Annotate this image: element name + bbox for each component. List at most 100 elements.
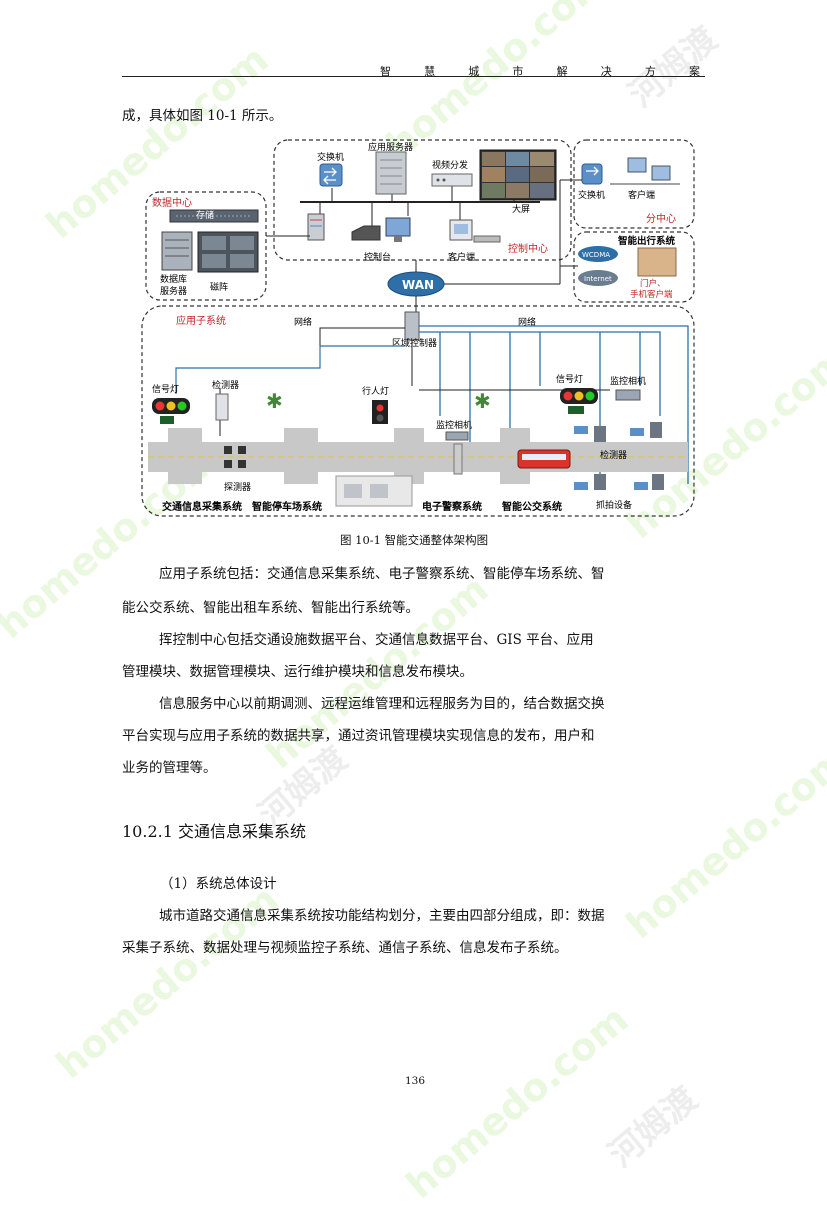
watermark-cn: 河姆渡 xyxy=(601,1079,706,1176)
app-server-icon xyxy=(375,151,407,195)
countdown-icon xyxy=(568,406,584,414)
header-char: 案 xyxy=(688,65,700,78)
console-icon xyxy=(351,217,411,242)
paragraph-line: 挥控制中心包括交通设施数据平台、交通信息数据平台、GIS 平台、应用 xyxy=(159,632,594,648)
road-junction xyxy=(500,472,530,484)
paragraph-line: 采集子系统、数据处理与视频监控子系统、通信子系统、信息发布子系统。 xyxy=(122,940,568,956)
branch-client-icon xyxy=(610,157,680,185)
control-center-box xyxy=(273,139,572,261)
zone-controller-icon xyxy=(404,311,420,341)
label-db-server: 数据库 xyxy=(160,273,187,285)
label-storage: 存储 xyxy=(196,209,214,221)
paragraph-line: 平台实现与应用子系统的数据共享，通过资讯管理模块实现信息的发布，用户和 xyxy=(122,728,595,744)
parking-gate xyxy=(344,484,362,498)
label-sys-traffic-info: 交通信息采集系统 xyxy=(162,500,242,513)
branch-switch-icon xyxy=(581,163,603,185)
wire xyxy=(419,325,689,484)
road-junction xyxy=(168,472,202,484)
figure-caption: 图 10-1 智能交通整体架构图 xyxy=(340,533,489,547)
video-splitter-icon xyxy=(431,173,473,187)
capture-box-icon xyxy=(594,474,606,490)
label-detector-bottom: 探测器 xyxy=(224,481,251,493)
loop-detector xyxy=(224,460,232,468)
internet-cloud-icon xyxy=(578,270,618,286)
label-app-subsystem: 应用子系统 xyxy=(176,314,226,327)
label-branch-center: 分中心 xyxy=(646,212,676,225)
header-char: 方 xyxy=(644,65,656,78)
camera-icon xyxy=(574,482,588,490)
label-control-center: 控制中心 xyxy=(508,242,548,255)
road-junction xyxy=(168,428,202,442)
label-travel-system: 智能出行系统 xyxy=(618,235,676,247)
capture-box-icon xyxy=(650,422,662,438)
travel-system-box xyxy=(573,231,695,303)
paragraph-line: 应用子系统包括：交通信息采集系统、电子警察系统、智能停车场系统、智 xyxy=(159,566,605,582)
pole xyxy=(453,443,463,475)
red-light xyxy=(155,401,165,411)
label-data-center: 数据中心 xyxy=(152,196,192,209)
label-capture-device: 抓拍设备 xyxy=(596,499,632,511)
branch-center-box xyxy=(573,139,695,229)
label-tape: 磁阵 xyxy=(210,281,228,293)
label-network-left: 网络 xyxy=(294,316,312,328)
label-app-server: 应用服务器 xyxy=(368,141,413,153)
camera-icon xyxy=(630,428,644,436)
header-char: 城 xyxy=(468,65,480,78)
paragraph-line: 能公交系统、智能出租车系统、智能出行系统等。 xyxy=(122,600,419,616)
camera-icon xyxy=(634,482,648,490)
label-network-right: 网络 xyxy=(518,316,536,328)
label-pedestrian-light: 行人灯 xyxy=(362,385,389,397)
watermark: homedo.com xyxy=(617,736,827,948)
road-junction xyxy=(284,428,318,442)
traffic-architecture-diagram: 交换机 应用服务器 视频分发 大屏 控制台 客户端 控制中心 数据中心 存储 xyxy=(141,139,695,517)
subheading: （1）系统总体设计 xyxy=(160,876,277,892)
label-sys-parking: 智能停车场系统 xyxy=(252,500,322,513)
road-junction xyxy=(500,428,530,442)
label-wcdma: WCDMA xyxy=(582,251,610,259)
label-detector-top: 检测器 xyxy=(212,379,239,391)
camera-icon xyxy=(445,431,469,441)
palm-tree-icon: ✱ xyxy=(266,389,283,413)
label-branch-client: 客户端 xyxy=(628,189,655,201)
detector-icon xyxy=(215,393,229,421)
label-video-split: 视频分发 xyxy=(432,159,468,171)
label-switch: 交换机 xyxy=(317,151,344,163)
label-sys-bus: 智能公交系统 xyxy=(502,500,562,513)
loop-detector xyxy=(238,460,246,468)
pedestrian-red xyxy=(376,404,384,412)
red-light xyxy=(563,391,573,401)
data-center-box xyxy=(145,191,267,301)
client-icon xyxy=(449,219,501,243)
header-rule xyxy=(122,76,705,77)
paragraph-line: 城市道路交通信息采集系统按功能结构划分，主要由四部分组成，即：数据 xyxy=(159,908,605,924)
paragraph-line: 管理模块、数据管理模块、运行维护模块和信息发布模块。 xyxy=(122,664,473,680)
loop-detector xyxy=(224,446,232,454)
portal-user-icon xyxy=(637,247,677,277)
label-portal-1: 门户、 xyxy=(640,278,666,289)
tape-array-icon xyxy=(197,231,259,273)
label-detector-right: 检测器 xyxy=(600,449,627,461)
capture-box-icon xyxy=(594,426,606,442)
header-char: 市 xyxy=(512,65,524,78)
camera-icon xyxy=(574,426,588,434)
page-number: 136 xyxy=(405,1075,426,1087)
paragraph-line: 业务的管理等。 xyxy=(122,760,217,776)
header-char: 决 xyxy=(600,65,612,78)
green-light xyxy=(177,401,187,411)
label-internet: Internet xyxy=(584,275,612,283)
label-zone-controller: 区域控制器 xyxy=(392,337,437,349)
label-branch-switch: 交换机 xyxy=(578,189,605,201)
label-db-server-2: 服务器 xyxy=(160,285,187,297)
rack-icon xyxy=(307,213,325,241)
label-portal-2: 手机客户端 xyxy=(630,289,673,300)
intro-line: 成，具体如图 10-1 所示。 xyxy=(122,108,283,124)
bus-windows xyxy=(522,454,566,460)
label-wan: WAN xyxy=(402,278,434,292)
header-char: 慧 xyxy=(424,65,436,78)
running-header: 智 慧 城 市 解 决 方 案 xyxy=(380,63,700,79)
wire xyxy=(419,331,661,416)
label-client: 客户端 xyxy=(448,251,475,263)
label-signal-right: 信号灯 xyxy=(556,373,583,385)
road-junction xyxy=(284,472,318,484)
watermark: homedo.com xyxy=(397,996,637,1207)
